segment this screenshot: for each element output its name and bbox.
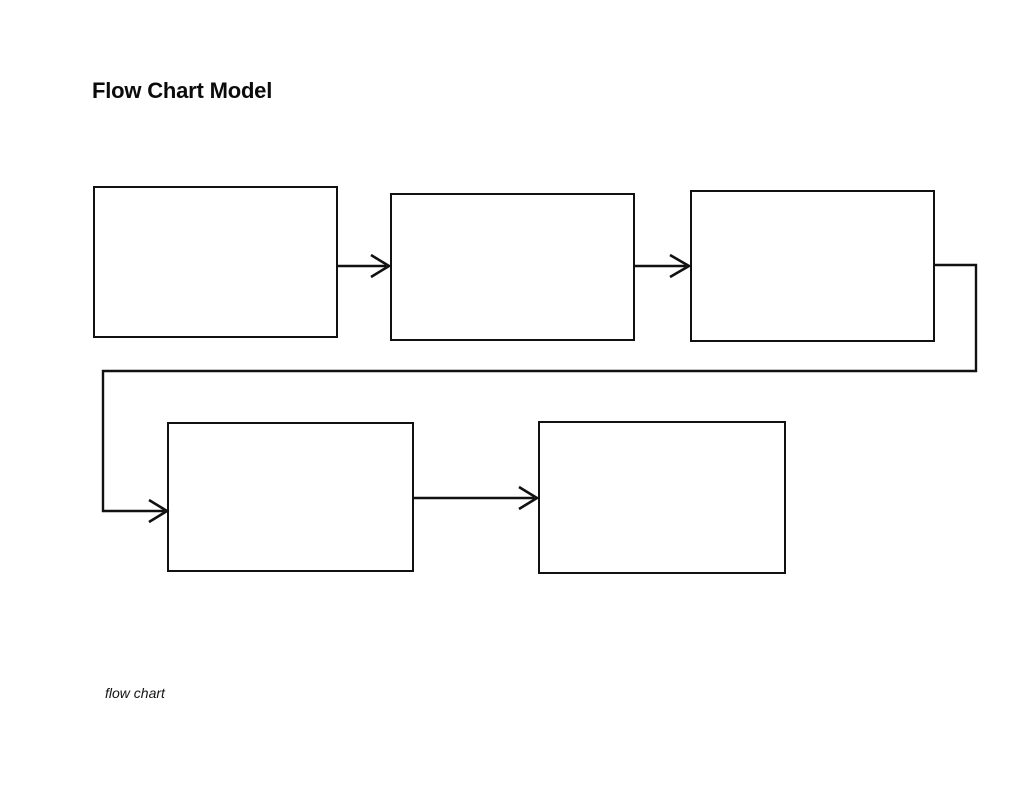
connector-box4-to-box5 — [414, 485, 540, 511]
flow-box-1-label — [95, 188, 336, 336]
flow-box-1[interactable] — [93, 186, 338, 338]
flow-box-4-label — [169, 424, 412, 570]
page-title: Flow Chart Model — [92, 78, 273, 103]
flow-box-4[interactable] — [167, 422, 414, 572]
connector-box1-to-box2 — [338, 253, 392, 279]
flow-box-5[interactable] — [538, 421, 786, 574]
diagram-caption: flow chart — [105, 685, 165, 701]
flow-box-3-label — [692, 192, 933, 340]
flow-box-5-label — [540, 423, 784, 572]
connector-box2-to-box3 — [635, 253, 692, 279]
flow-box-3[interactable] — [690, 190, 935, 342]
flow-box-2[interactable] — [390, 193, 635, 341]
flow-box-2-label — [392, 195, 633, 339]
